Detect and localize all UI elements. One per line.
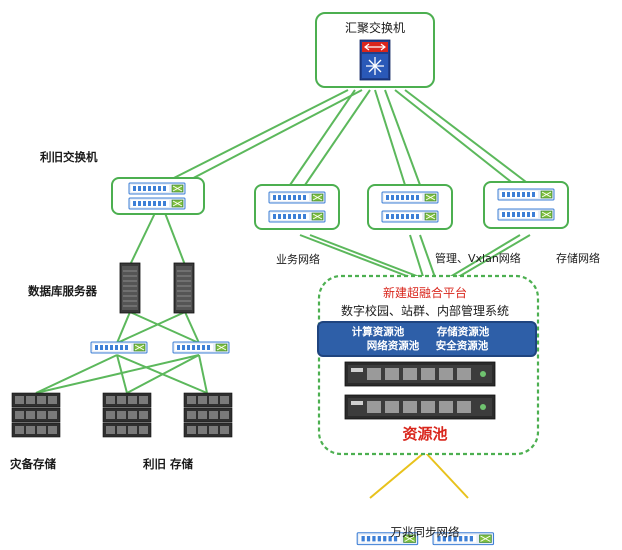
storage-array-icon [11, 392, 233, 438]
pool-compute: 计算资源池 [352, 325, 405, 338]
server-tower-icon [119, 262, 195, 314]
sync-net-label: 万兆同步网络 [391, 525, 460, 539]
db-servers-label: 数据库服务器 [28, 284, 97, 298]
legacy-switch-label: 利旧交换机 [39, 150, 98, 164]
legacy-storage-label: 利旧 存储 [142, 457, 194, 471]
pool-storage: 存储资源池 [437, 325, 490, 338]
switch-icon [90, 341, 230, 354]
core-switch-label: 汇聚交换机 [345, 20, 405, 35]
mgmt-net-label: 管理、Vxlan网络 [435, 251, 521, 265]
resource-pool-label: 资源池 [402, 425, 447, 443]
sync-links [369, 451, 469, 499]
platform-title: 新建超融合平台 [383, 285, 467, 300]
business-net-label: 业务网络 [276, 252, 320, 266]
core-uplinks [159, 89, 531, 186]
storage-net-label: 存储网络 [556, 251, 600, 265]
platform-subtitle: 数字校园、站群、内部管理系统 [341, 303, 509, 318]
backup-storage-label: 灾备存储 [10, 457, 56, 471]
pool-security: 安全资源池 [436, 339, 489, 352]
resource-pool-bar [317, 321, 537, 357]
pool-network: 网络资源池 [367, 339, 420, 352]
core-switch-icon [359, 39, 391, 81]
legacy-links [35, 212, 208, 394]
